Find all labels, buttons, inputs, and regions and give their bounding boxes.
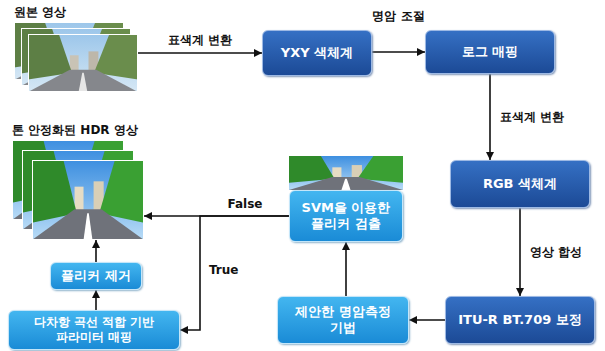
process-box: 플리커 제거 (50, 262, 142, 290)
box-text: RGB 색체계 (483, 176, 557, 192)
image-illustration (289, 156, 403, 190)
box-text: YXY 색체계 (281, 45, 353, 61)
process-box: 다차항 곡선 적합 기반 파라미터 매핑 (8, 310, 180, 350)
edge-label: 명암 조절 (370, 9, 426, 23)
arrow-connector (95, 240, 97, 262)
box-text: 제안한 명암측정 기법 (284, 304, 402, 337)
box-text: 로그 매핑 (462, 44, 519, 60)
edge-label: 표색계 변환 (166, 33, 234, 47)
edge-label: True (207, 263, 240, 277)
image-caption: 톤 안정화된 HDR 영상 (12, 122, 144, 138)
edge-label: 표색계 변환 (498, 110, 566, 124)
process-box: 로그 매핑 (425, 30, 555, 74)
image-illustration (12, 140, 144, 240)
arrow-connector (180, 216, 289, 330)
arrow-connector (519, 208, 521, 296)
edge-label: False (226, 197, 265, 211)
box-text: 플리커 제거 (61, 268, 131, 284)
arrow-connector (372, 51, 425, 53)
box-text: SVM을 이용한 플리커 검출 (296, 200, 396, 233)
process-box: ITU-R BT.709 보정 (445, 296, 595, 344)
arrow-connector (138, 52, 262, 54)
arrow-connector (409, 319, 445, 321)
image-stack: 원본 영상 (14, 4, 138, 92)
arrow-connector (95, 290, 97, 310)
image-illustration (14, 22, 138, 92)
image-stack: 톤 안정화된 HDR 영상 (12, 122, 144, 240)
process-box: 제안한 명암측정 기법 (277, 296, 409, 344)
process-box: RGB 색체계 (450, 160, 590, 208)
box-text: 다차항 곡선 적합 기반 파라미터 매핑 (15, 315, 173, 345)
process-box: SVM을 이용한 플리커 검출 (289, 190, 403, 242)
image-caption: 원본 영상 (14, 4, 138, 20)
edge-label: 영상 합성 (528, 245, 584, 259)
arrow-connector (345, 242, 347, 296)
arrow-connector (489, 74, 491, 160)
process-box: YXY 색체계 (262, 30, 372, 76)
box-text: ITU-R BT.709 보정 (458, 312, 582, 328)
